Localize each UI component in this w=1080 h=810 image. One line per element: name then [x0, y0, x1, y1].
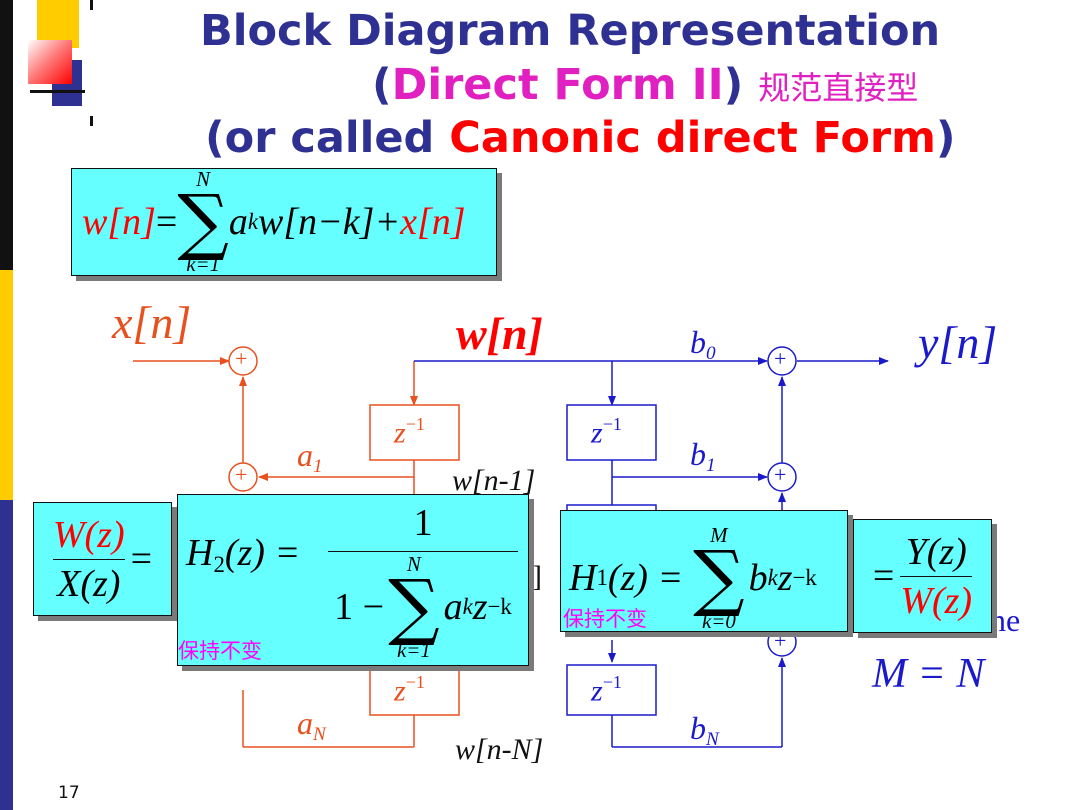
delay-box-blue-1 — [566, 404, 657, 461]
signal-y: y[n] — [918, 317, 998, 368]
adder-plus-2: + — [235, 462, 248, 487]
delay-label-o1: z−1 — [394, 414, 425, 450]
box-W-over-X: W(z)X(z) = — [33, 502, 172, 616]
title-canonic-form: Canonic direct Form — [449, 113, 936, 163]
condition-m-equals-n: M = N — [872, 651, 985, 697]
title-line-2: (Direct Form II) 规范直接型 — [372, 60, 919, 110]
coef-b0: b0 — [690, 324, 716, 364]
signal-w: w[n] — [456, 308, 543, 359]
left-strip-yellow — [0, 270, 13, 500]
title-direct-form-ii: Direct Form II — [391, 60, 724, 110]
trailing-ne: ne — [990, 602, 1021, 638]
coef-b1: b1 — [690, 436, 716, 476]
signal-x: x[n] — [112, 297, 192, 348]
adder-top-left — [228, 346, 258, 376]
adder-plus-5: + — [774, 628, 787, 653]
coef-aN: aN — [297, 705, 326, 745]
note-keep-unchanged-h2: 保持不变 — [178, 639, 262, 663]
page-number: 17 — [58, 783, 80, 803]
adder-plus-3: + — [774, 346, 787, 371]
adder-mid-left — [228, 462, 258, 492]
left-strip-navy — [0, 500, 13, 810]
title-line-1: Block Diagram Representation — [200, 6, 941, 56]
signal-w-n-1: w[n-1] — [452, 464, 536, 497]
delay-box-blue-N — [566, 664, 657, 716]
coef-a1: a1 — [297, 437, 323, 477]
delay-box-orange-1 — [369, 404, 460, 461]
delay-box-orange-N — [369, 664, 460, 716]
adder-plus-4: + — [774, 462, 787, 487]
corner-line-h — [30, 90, 85, 93]
corner-line-v1 — [90, 0, 93, 10]
corner-line-v2 — [90, 116, 93, 126]
box-Y-over-W: = Y(z)W(z) — [853, 519, 992, 633]
coef-bN: bN — [690, 710, 719, 750]
title-chinese: 规范直接型 — [758, 69, 919, 107]
note-keep-unchanged-h1: 保持不变 — [563, 607, 647, 631]
signal-w-n-N: w[n-N] — [455, 733, 544, 766]
adder-plus-1: + — [235, 346, 248, 371]
delay-label-bN: z−1 — [591, 672, 622, 708]
delay-label-oN: z−1 — [394, 672, 425, 708]
adder-mid-right — [767, 462, 797, 492]
title-line-3: (or called Canonic direct Form) — [205, 113, 956, 163]
delay-label-b1: z−1 — [591, 414, 622, 450]
left-strip-black — [0, 0, 13, 270]
corner-square-red — [28, 40, 72, 84]
adder-top-right — [767, 346, 797, 376]
bracket-left: ] — [532, 560, 542, 593]
